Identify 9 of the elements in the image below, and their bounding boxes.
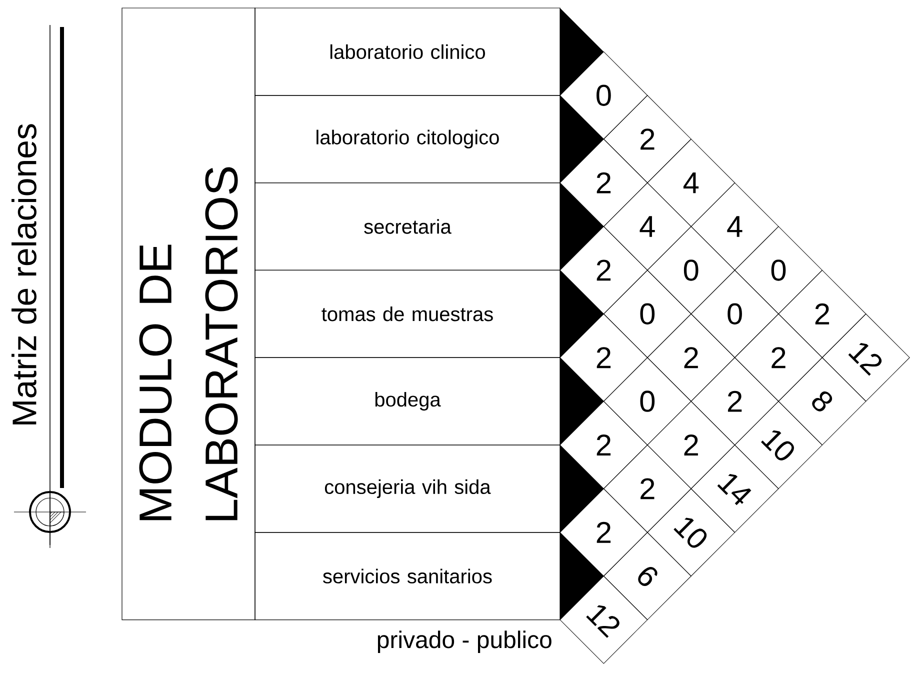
room-box: bodega xyxy=(254,357,560,446)
room-box: tomas de muestras xyxy=(254,270,560,358)
room-box: laboratorio clinico xyxy=(254,8,560,96)
title: Matriz de relaciones xyxy=(12,124,36,424)
module-box: MODULO DE LABORATORIOS xyxy=(122,8,256,620)
room-box: laboratorio citologico xyxy=(254,95,560,184)
room-box: consejeria vih sida xyxy=(254,444,560,533)
room-box: secretaria xyxy=(254,182,560,270)
room-box: servicios sanitarios xyxy=(254,532,560,620)
